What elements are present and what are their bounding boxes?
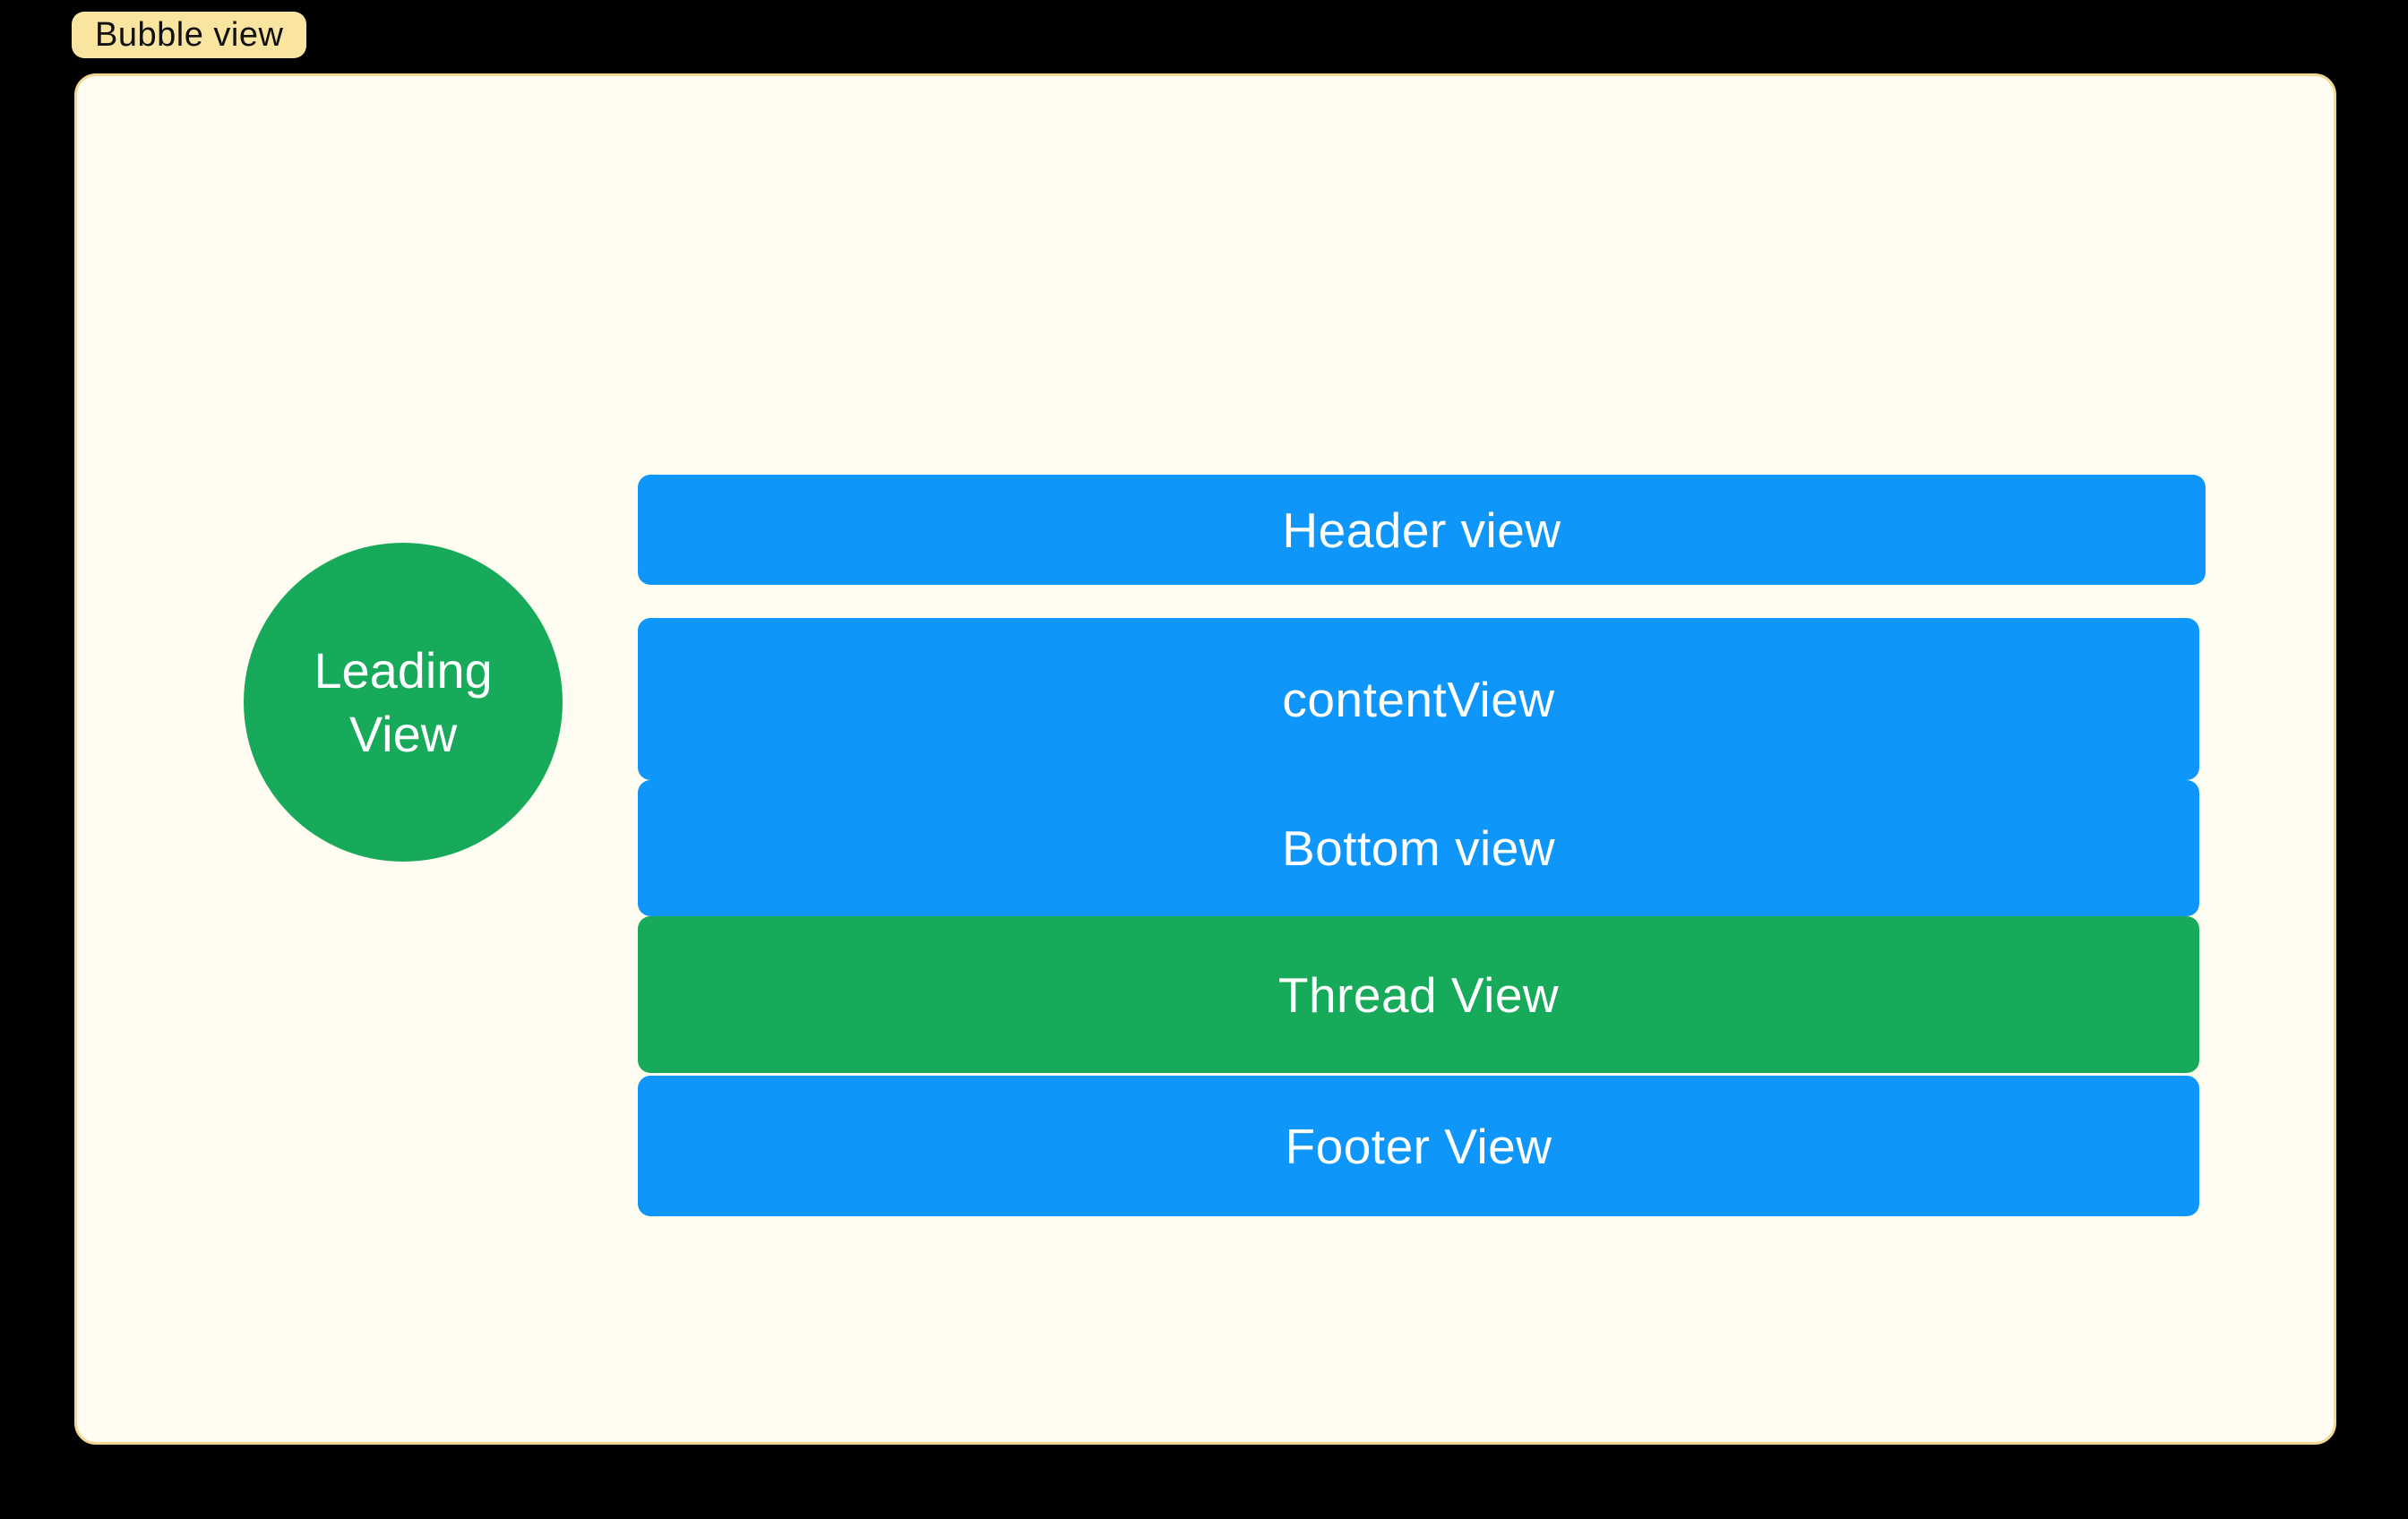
bottom-view-block: Bottom view xyxy=(638,780,2199,916)
header-view-block: Header view xyxy=(638,475,2206,585)
bottom-view-label: Bottom view xyxy=(1281,820,1556,876)
content-view-block: contentView xyxy=(638,618,2199,780)
bubble-view-badge: Bubble view xyxy=(72,12,307,58)
leading-view-circle: Leading View xyxy=(244,543,563,862)
content-view-label: contentView xyxy=(1282,671,1555,727)
header-view-label: Header view xyxy=(1282,502,1561,558)
footer-view-label: Footer View xyxy=(1285,1118,1552,1174)
thread-view-label: Thread View xyxy=(1277,966,1560,1023)
bubble-view-badge-label: Bubble view xyxy=(95,16,284,54)
footer-view-block: Footer View xyxy=(638,1076,2199,1216)
thread-view-block: Thread View xyxy=(638,916,2199,1073)
leading-view-label-line2: View xyxy=(348,706,458,762)
leading-view-label-line1: Leading xyxy=(314,642,493,699)
